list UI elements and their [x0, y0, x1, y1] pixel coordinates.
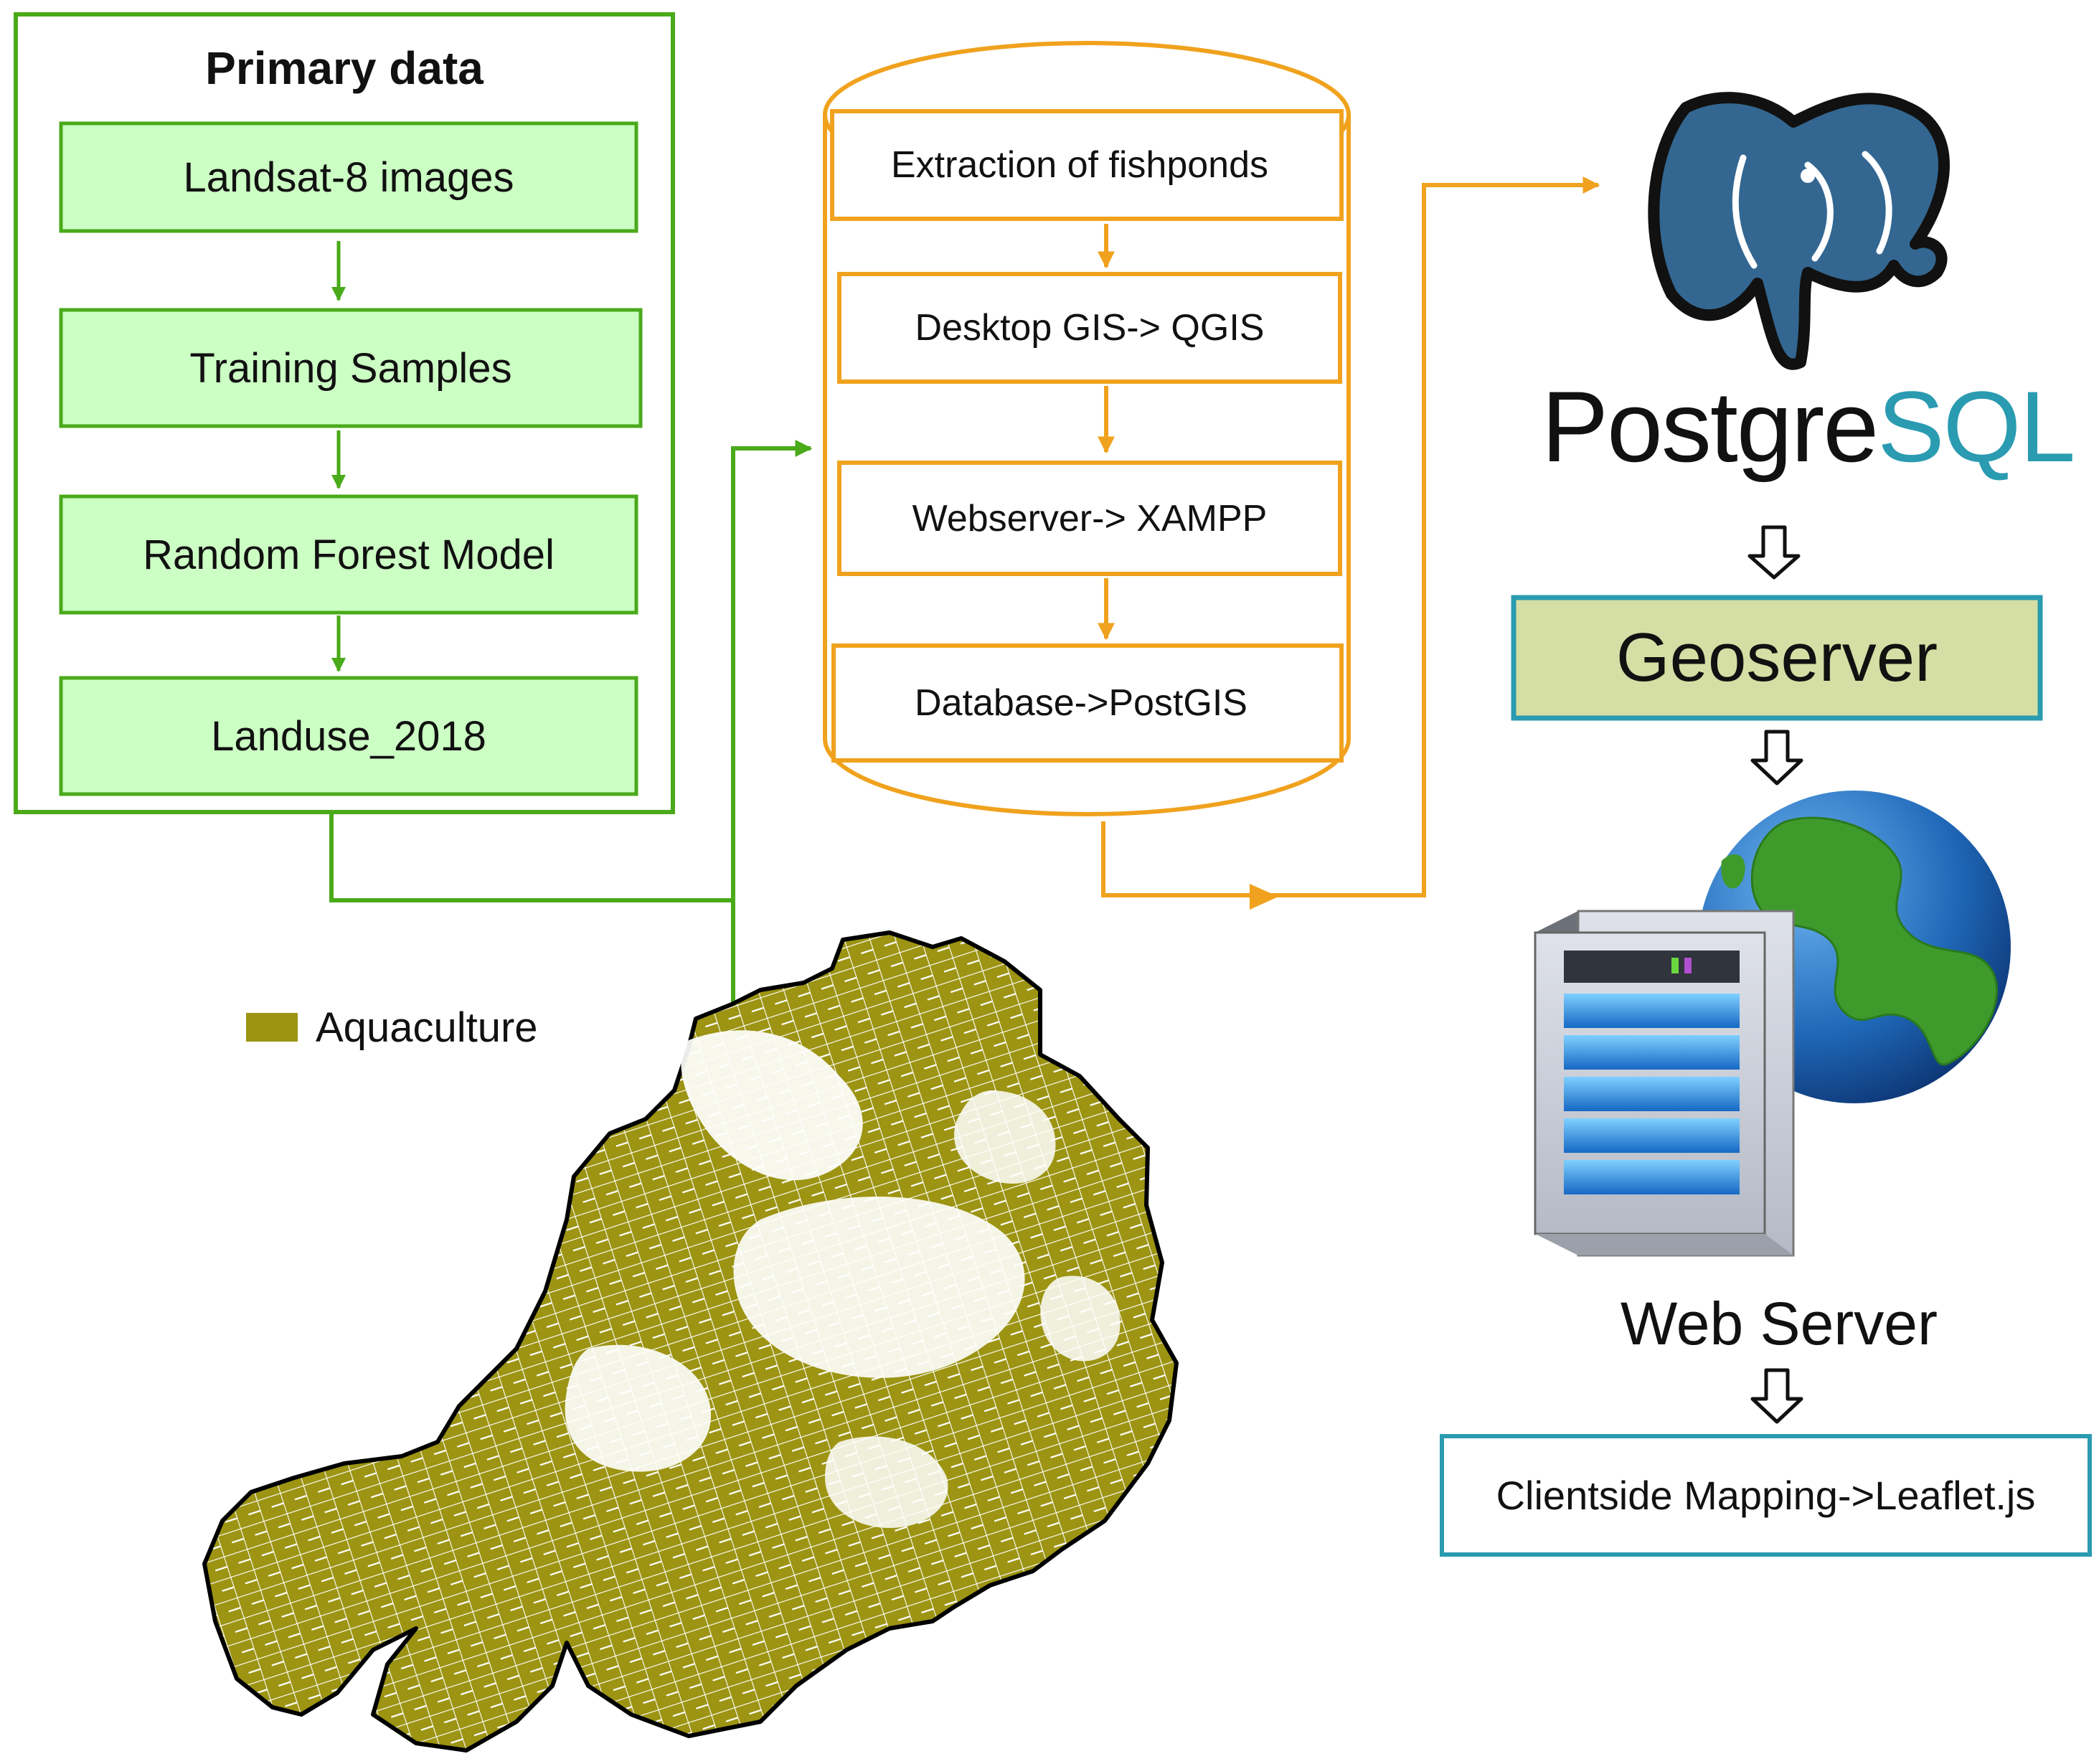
proc-extraction-label: Extraction of fishponds: [890, 144, 1269, 186]
client-box: [1440, 1434, 2092, 1557]
down-arrow-icon: [1747, 525, 1801, 580]
proc-box-postgis: [831, 643, 1344, 763]
web-server-icon: [1534, 791, 2011, 1257]
postgresql-elephant-icon: [1648, 92, 1950, 370]
step-box-training: [59, 308, 643, 428]
processing-cylinder: [823, 41, 1351, 816]
step-box-random-forest: [59, 494, 638, 615]
proc-qgis-label: Desktop GIS-> QGIS: [915, 307, 1265, 349]
client-mapping-label: Clientside Mapping->Leaflet.js: [1496, 1473, 2036, 1518]
postgresql-logo-postgre: Postgre: [1541, 370, 1879, 483]
step-box-landsat: [59, 121, 638, 233]
proc-box-xampp: [837, 461, 1342, 576]
aquaculture-map: [202, 930, 1179, 1753]
down-arrow-icon: [1750, 1368, 1803, 1424]
step-box-landuse: [59, 676, 638, 796]
web-server-label: Web Server: [1621, 1289, 1938, 1357]
study-area-polygon: [202, 930, 1179, 1753]
step-random-forest-label: Random Forest Model: [143, 531, 555, 578]
proc-postgis-label: Database->PostGIS: [915, 682, 1247, 724]
proc-box-qgis: [837, 272, 1342, 384]
down-arrow-icon: [1750, 730, 1803, 786]
proc-xampp-label: Webserver-> XAMPP: [912, 497, 1268, 539]
arrow-head-mid-orange: [1250, 884, 1278, 910]
connector-processing-to-postgres: [1101, 176, 1600, 897]
legend-swatch: [246, 1013, 298, 1042]
legend-label: Aquaculture: [316, 1004, 538, 1051]
step-training-label: Training Samples: [189, 344, 512, 392]
primary-data-frame: [14, 12, 675, 814]
geoserver-box: [1511, 595, 2043, 721]
primary-data-title: Primary data: [205, 42, 484, 94]
postgresql-logo-sql: SQL: [1877, 370, 2075, 483]
geoserver-label: Geoserver: [1615, 619, 1938, 696]
step-landuse-label: Landuse_2018: [211, 712, 486, 760]
step-landsat-label: Landsat-8 images: [183, 154, 514, 201]
primary-data-panel: [14, 12, 675, 814]
proc-box-extraction: [830, 109, 1344, 221]
